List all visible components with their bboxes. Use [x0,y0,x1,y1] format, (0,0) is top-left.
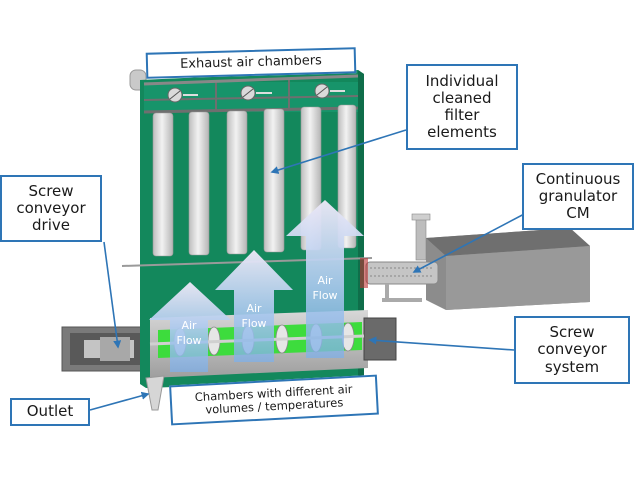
airflow-label-high-1: Air [317,274,333,287]
filter-element [337,104,357,249]
callout-filters-text: Individual cleaned filter elements [425,71,499,142]
callout-exhaust-air-chambers: Exhaust air chambers [145,47,357,79]
exhaust-valve-1 [167,87,198,103]
callout-exhaust-text: Exhaust air chambers [179,52,323,72]
callout-outlet-text: Outlet [26,402,74,421]
leader-drive [103,241,122,349]
airflow-label-low-2: Flow [176,334,201,347]
callout-drive-text: Screw conveyor drive [16,181,86,235]
airflow-label-medium-2: Flow [241,317,266,330]
callout-chambers-text: Chambers with different air volumes / te… [194,381,353,417]
callout-granulator-text: Continuous granulator CM [535,169,621,223]
airflow-label-high-2: Flow [312,289,337,302]
filter-element [152,112,174,257]
callout-screw-conveyor-system: Screw conveyor system [514,316,630,384]
exhaust-valve-3 [314,83,345,99]
filter-element [188,111,210,256]
leader-outlet [89,391,150,411]
filter-element [263,108,285,253]
airflow-arrow-high: Air Flow [286,200,364,358]
airflow-label-low-1: Air [181,319,197,332]
airflow-label-medium-1: Air [246,302,262,315]
exhaust-valve-2 [240,85,272,101]
callout-continuous-granulator: Continuous granulator CM [522,163,634,230]
filter-elements [152,104,357,257]
callout-outlet: Outlet [10,398,90,426]
leader-granulator [412,211,529,273]
leader-conveyor-system [368,336,515,351]
leader-lines [89,129,529,411]
airflow-arrow-medium: Air Flow [215,250,293,362]
leader-filters [270,129,407,174]
callout-screw-conveyor-drive: Screw conveyor drive [0,175,102,242]
callout-conveyor-system-text: Screw conveyor system [537,323,607,376]
outlet-hopper [145,375,165,411]
filter-element [226,110,248,255]
airflow-arrow-low: Air Flow [149,282,231,372]
continuous-granulator [360,213,590,310]
callout-filter-elements: Individual cleaned filter elements [406,64,518,150]
